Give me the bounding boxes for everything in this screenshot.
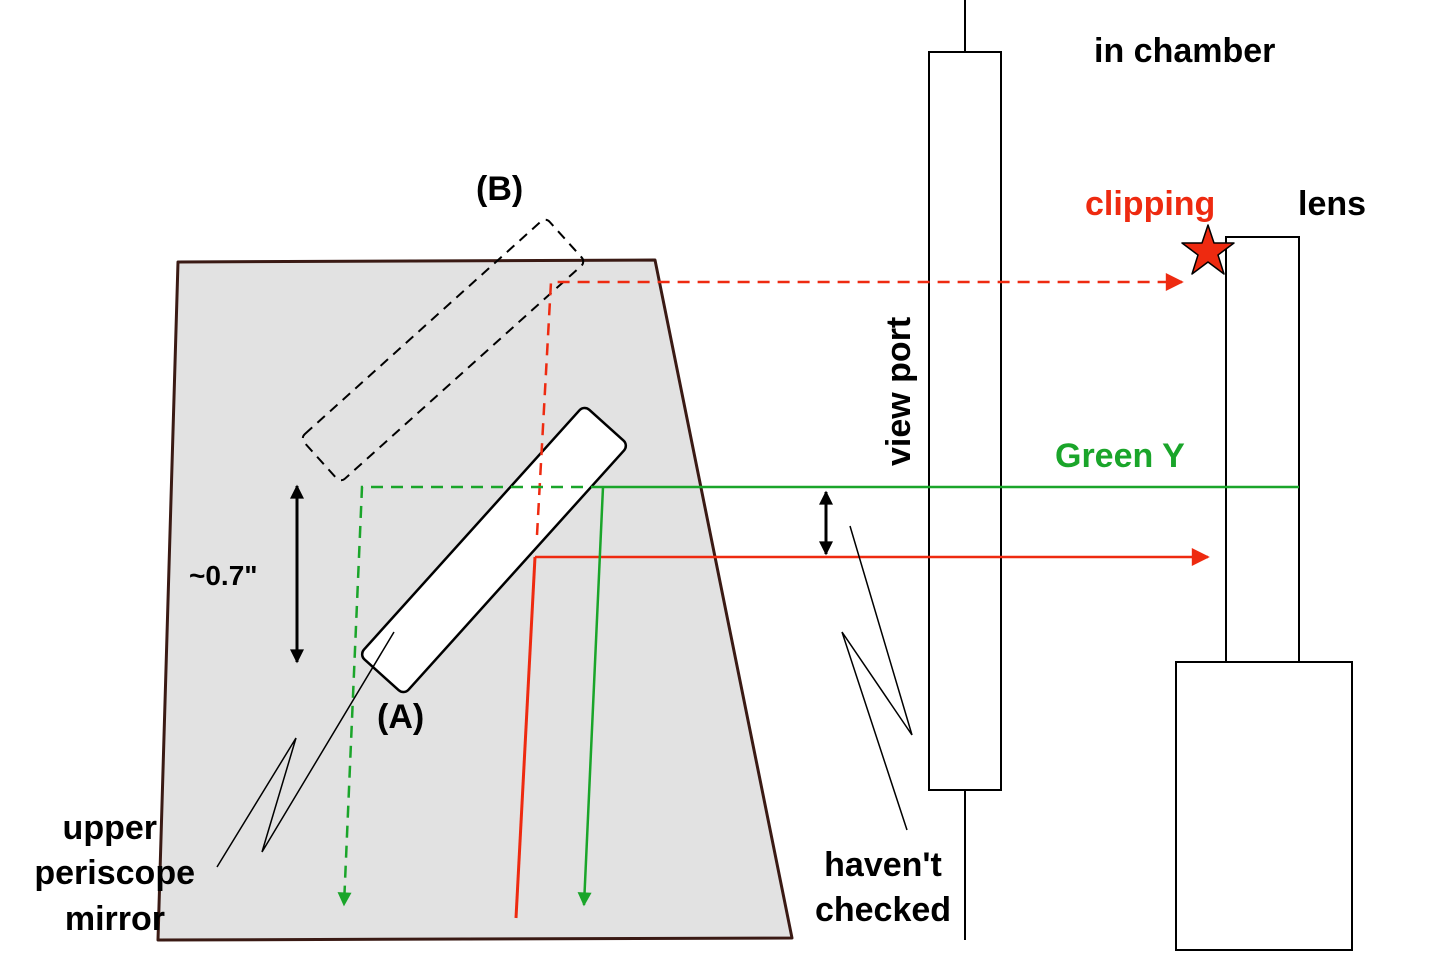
label-upper-line2: periscope [34, 854, 195, 892]
mirror-a [360, 406, 628, 694]
camera-body [1175, 661, 1353, 951]
mirror-b [301, 218, 585, 482]
label-upper-line1: upper [63, 809, 157, 847]
red-beam-dashed [535, 273, 1184, 536]
label-mirror-b: (B) [476, 170, 523, 208]
viewport-window [928, 51, 1002, 791]
label-havent-line2: checked [815, 891, 951, 929]
label-mirror-a: (A) [377, 698, 424, 736]
lens-tube [1225, 236, 1300, 663]
havent-checked-leader [841, 525, 913, 831]
green-beam-solid-vertical [577, 486, 605, 907]
label-clipping: clipping [1085, 185, 1215, 223]
red-beam-solid-vertical [514, 556, 537, 919]
label-lens: lens [1298, 185, 1366, 223]
label-distance: ~0.7" [189, 560, 258, 591]
label-view-port: view port [880, 317, 918, 466]
label-in-chamber: in chamber [1094, 32, 1275, 70]
label-upper-line3: mirror [65, 900, 165, 938]
clipping-star-icon [1181, 224, 1235, 275]
label-green-y: Green Y [1055, 437, 1185, 475]
green-beam-dashed [337, 485, 603, 907]
label-havent-line1: haven't [824, 846, 942, 884]
upper-mirror-leader [216, 631, 395, 868]
